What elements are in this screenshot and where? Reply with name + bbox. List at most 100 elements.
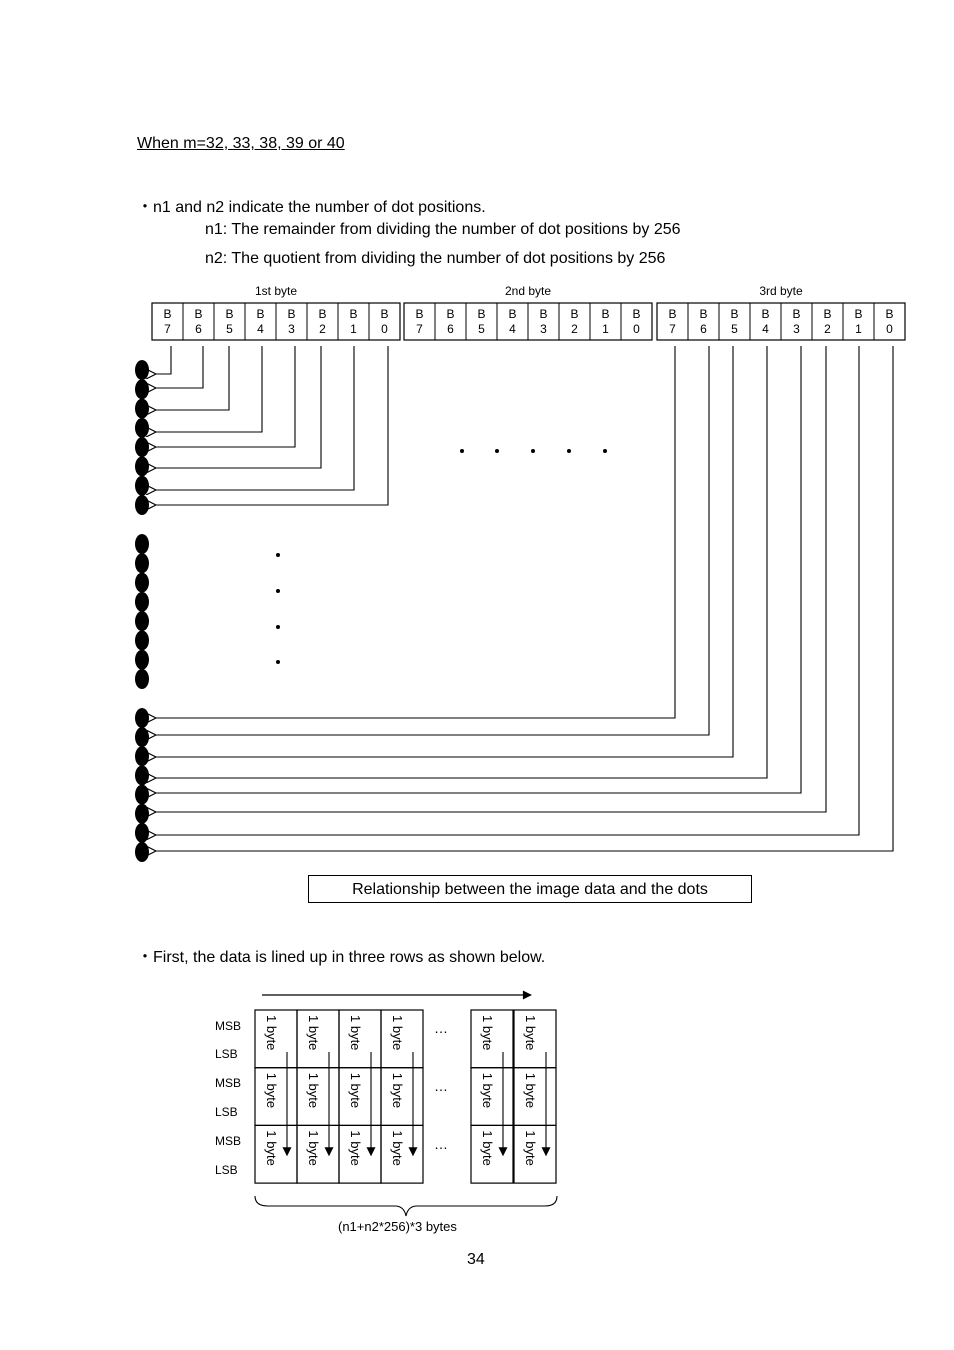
n2-definition: n2: The quotient from dividing the numbe… bbox=[205, 250, 666, 267]
bullet-three-rows: ・First, the data is lined up in three ro… bbox=[137, 949, 546, 966]
dot-group-middle bbox=[135, 669, 149, 689]
dot-group-last bbox=[135, 784, 149, 805]
arrow-third-byte bbox=[156, 346, 827, 812]
bit-letter: B bbox=[570, 307, 578, 321]
column-ellipsis: … bbox=[434, 1078, 448, 1094]
bit-number: 5 bbox=[731, 322, 738, 336]
bit-letter: B bbox=[539, 307, 547, 321]
bit-number: 3 bbox=[540, 322, 547, 336]
arrow-third-byte bbox=[156, 346, 894, 851]
bit-letter: B bbox=[477, 307, 485, 321]
dot-group-last bbox=[135, 803, 149, 824]
bit-number: 5 bbox=[478, 322, 485, 336]
bit-number: 1 bbox=[855, 322, 862, 336]
bit-letter: B bbox=[256, 307, 264, 321]
bit-letter: B bbox=[792, 307, 800, 321]
width-brace bbox=[254, 1195, 558, 1217]
byte-cell-label: 1 byte bbox=[480, 1130, 495, 1165]
bit-number: 4 bbox=[509, 322, 516, 336]
arrow-third-byte bbox=[156, 346, 860, 835]
arrow-third-byte bbox=[156, 346, 734, 757]
byte-cell-label: 1 byte bbox=[264, 1130, 279, 1165]
byte-cell-label: 1 byte bbox=[348, 1015, 363, 1050]
dot-group-middle bbox=[135, 572, 149, 593]
bit-letter: B bbox=[730, 307, 738, 321]
bit-number: 7 bbox=[164, 322, 171, 336]
ellipsis-dot bbox=[276, 660, 280, 664]
dot-group-last bbox=[135, 822, 149, 843]
bit-number: 1 bbox=[602, 322, 609, 336]
ellipsis-dot bbox=[567, 449, 571, 453]
dot-group-middle bbox=[135, 553, 149, 574]
bit-number: 6 bbox=[195, 322, 202, 336]
bit-number: 0 bbox=[381, 322, 388, 336]
column-ellipsis: … bbox=[434, 1020, 448, 1036]
bit-letter: B bbox=[163, 307, 171, 321]
dot-group-first bbox=[135, 495, 149, 515]
byte-cell-label: 1 byte bbox=[390, 1015, 405, 1050]
byte-cell-label: 1 byte bbox=[264, 1073, 279, 1108]
bit-letter: B bbox=[601, 307, 609, 321]
row-label: LSB bbox=[215, 1047, 238, 1061]
byte-cell-label: 1 byte bbox=[523, 1015, 538, 1050]
bit-letter: B bbox=[287, 307, 295, 321]
arrow-first-byte bbox=[156, 346, 230, 410]
bit-number: 1 bbox=[350, 322, 357, 336]
arrow-first-byte bbox=[156, 346, 172, 374]
byte-cell-label: 1 byte bbox=[306, 1073, 321, 1108]
bit-letter: B bbox=[761, 307, 769, 321]
row-label: MSB bbox=[215, 1019, 241, 1033]
bit-letter: B bbox=[194, 307, 202, 321]
ellipsis-dot bbox=[603, 449, 607, 453]
bit-letter: B bbox=[632, 307, 640, 321]
section-heading: When m=32, 33, 38, 39 or 40 bbox=[137, 135, 345, 152]
bit-number: 4 bbox=[257, 322, 264, 336]
bit-number: 3 bbox=[288, 322, 295, 336]
dot-group-first bbox=[135, 456, 149, 477]
bit-number: 0 bbox=[886, 322, 893, 336]
byte-label: 1st byte bbox=[255, 284, 297, 298]
byte-cell-label: 1 byte bbox=[390, 1073, 405, 1108]
row-label: LSB bbox=[215, 1163, 238, 1177]
bit-letter: B bbox=[699, 307, 707, 321]
ellipsis-dot bbox=[495, 449, 499, 453]
figure-caption: Relationship between the image data and … bbox=[308, 875, 752, 903]
bit-number: 0 bbox=[633, 322, 640, 336]
dot-group-middle bbox=[135, 534, 149, 554]
byte-cell-label: 1 byte bbox=[523, 1073, 538, 1108]
column-ellipsis: … bbox=[434, 1136, 448, 1152]
bit-letter: B bbox=[446, 307, 454, 321]
bit-number: 5 bbox=[226, 322, 233, 336]
bit-letter: B bbox=[318, 307, 326, 321]
byte-cell bbox=[380, 1124, 424, 1184]
bit-number: 2 bbox=[824, 322, 831, 336]
bit-letter: B bbox=[854, 307, 862, 321]
byte-cell-label: 1 byte bbox=[523, 1130, 538, 1165]
bit-letter: B bbox=[225, 307, 233, 321]
dot-group-first bbox=[135, 475, 149, 496]
bit-letter: B bbox=[823, 307, 831, 321]
dot-group-middle bbox=[135, 649, 149, 670]
arrow-first-byte bbox=[156, 346, 322, 468]
bit-letter: B bbox=[885, 307, 893, 321]
arrow-third-byte bbox=[156, 346, 768, 778]
byte-label: 2nd byte bbox=[505, 284, 551, 298]
byte-cell-label: 1 byte bbox=[348, 1130, 363, 1165]
byte-cell bbox=[513, 1124, 557, 1184]
ellipsis-dot bbox=[276, 553, 280, 557]
bit-number: 2 bbox=[571, 322, 578, 336]
dot-group-middle bbox=[135, 611, 149, 632]
bit-letter: B bbox=[380, 307, 388, 321]
page-number: 34 bbox=[467, 1251, 485, 1268]
row-label: MSB bbox=[215, 1076, 241, 1090]
bit-number: 4 bbox=[762, 322, 769, 336]
byte-cell-label: 1 byte bbox=[306, 1015, 321, 1050]
dot-group-first bbox=[135, 360, 149, 380]
bit-number: 2 bbox=[319, 322, 326, 336]
byte-cell-label: 1 byte bbox=[390, 1130, 405, 1165]
n1-definition: n1: The remainder from dividing the numb… bbox=[205, 221, 681, 238]
byte-cell-label: 1 byte bbox=[480, 1015, 495, 1050]
bit-number: 3 bbox=[793, 322, 800, 336]
dot-group-first bbox=[135, 398, 149, 419]
